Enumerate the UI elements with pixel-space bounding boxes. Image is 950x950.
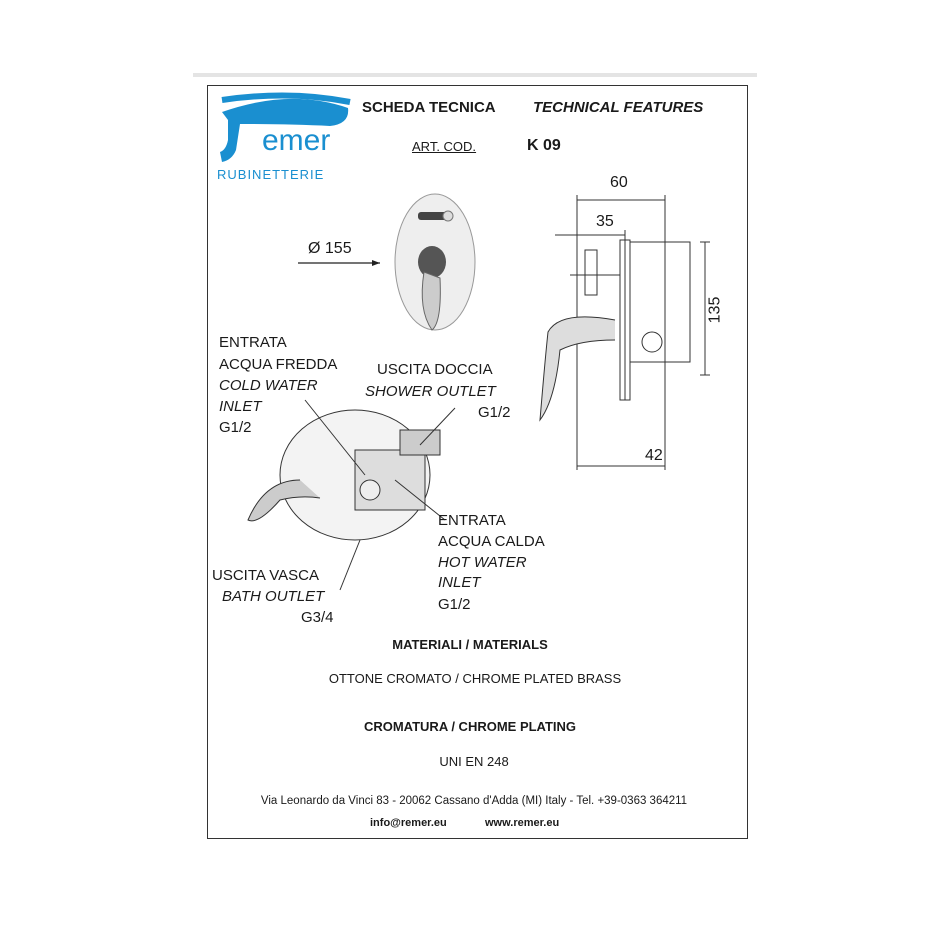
title-italian: SCHEDA TECNICA [362,99,496,116]
top-divider [193,73,757,77]
brand-subtitle: RUBINETTERIE [217,167,325,182]
callout-text: COLD WATER [219,377,318,394]
callout-text: SHOWER OUTLET [365,383,496,400]
datasheet-frame [207,85,748,839]
callout-text: ENTRATA [438,512,506,529]
dim-42: 42 [645,447,663,464]
plating-standard: UNI EN 248 [439,754,509,769]
callout-text: G1/2 [478,404,511,421]
plating-heading: CROMATURA / CHROME PLATING [363,719,577,734]
remer-logo: emer [220,92,351,162]
callout-text: USCITA VASCA [212,567,319,584]
dim-135: 135 [706,296,724,324]
footer-website[interactable]: www.remer.eu [485,817,560,829]
materials-heading: MATERIALI / MATERIALS [392,637,548,652]
callout-text: INLET [438,574,481,591]
front-view-drawing [298,193,476,331]
callout-text: USCITA DOCCIA [377,361,493,378]
callout-text: ACQUA FREDDA [219,356,338,373]
side-view-drawing [539,195,710,470]
callout-text: G3/4 [301,609,334,626]
callout-text: ACQUA CALDA [438,533,545,550]
title-english: TECHNICAL FEATURES [533,99,704,116]
material-value: OTTONE CROMATO / CHROME PLATED BRASS [328,671,622,686]
art-cod-label: ART. COD. [412,139,477,154]
rear-view-drawing [247,399,456,591]
callout-text: INLET [219,398,262,415]
callout-text: ENTRATA [219,334,287,351]
dim-35: 35 [596,213,614,230]
dim-diameter: Ø 155 [308,240,352,257]
callout-text: HOT WATER [438,554,527,571]
callout-text: G1/2 [438,596,471,613]
callout-text: BATH OUTLET [222,588,325,605]
dim-60: 60 [610,174,628,191]
footer-email[interactable]: info@remer.eu [370,817,447,829]
art-cod-value: K 09 [527,137,561,154]
callout-text: G1/2 [219,419,252,436]
footer-address: Via Leonardo da Vinci 83 - 20062 Cassano… [260,795,688,807]
svg-text:emer: emer [262,124,330,157]
